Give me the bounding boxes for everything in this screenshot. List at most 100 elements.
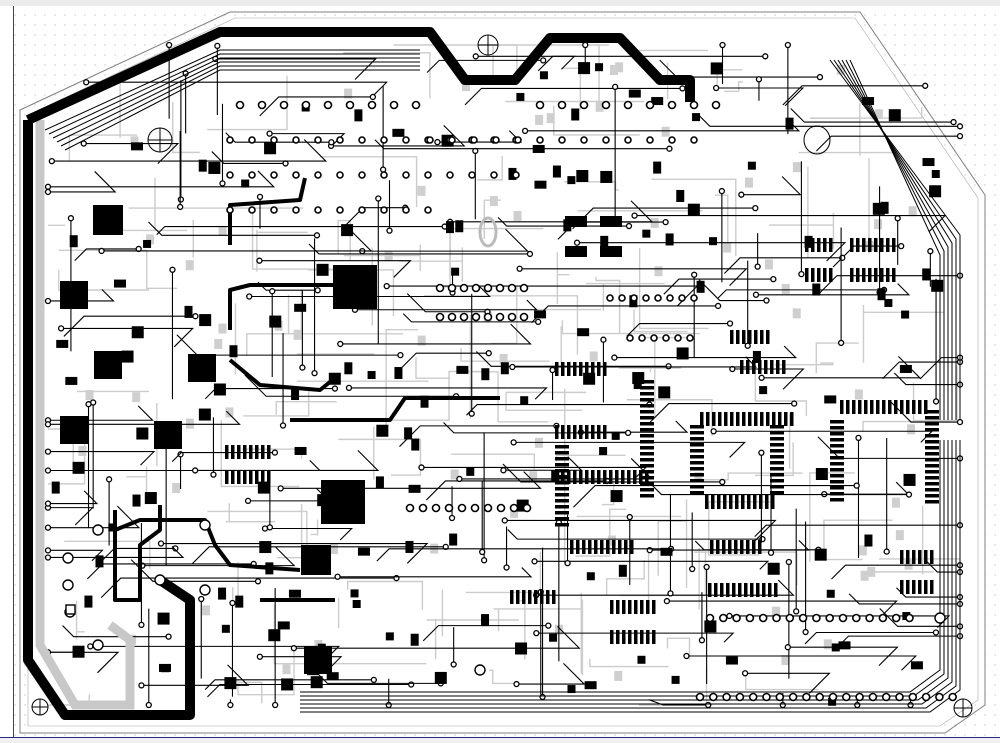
ic-pin [555,475,569,479]
ic-pin [930,580,934,594]
bottom-pad [772,606,781,617]
top-trace [761,355,922,379]
through-hole-pad [435,312,445,322]
bottom-pad [607,535,616,546]
via [269,288,276,295]
bottom-pad [185,260,194,271]
ic-pin [585,425,589,439]
through-hole-pad [496,503,506,513]
ic-pin [770,461,784,465]
smd-pad [410,633,419,646]
top-trace [191,546,446,565]
components [51,62,944,706]
top-trace [340,323,532,345]
bottom-pad [186,418,195,429]
smd-pad [326,672,339,681]
through-hole-pad [705,613,715,623]
ic-pin [579,470,583,484]
via [434,138,441,146]
through-hole-pad [668,136,676,144]
bottom-pad [874,219,883,230]
through-hole-pad [483,312,493,322]
through-hole-pad [314,136,322,144]
smd-pad [516,92,525,101]
ic-pin [778,412,782,426]
via [531,558,538,565]
via [165,41,173,49]
top-trace [513,441,747,458]
via [450,661,457,668]
smd-pad [404,427,413,440]
smd-pad [121,350,134,363]
bottom-pad [218,225,227,236]
ic-pin [640,410,654,414]
ic-pin [616,600,620,614]
mounting-hole-icon [31,698,49,716]
ic-pin [243,470,247,484]
ic-pin [770,449,784,453]
top-trace [48,451,156,466]
via [290,645,298,652]
top-trace [348,387,548,400]
ic-pin [924,550,928,564]
smd-pad [108,523,117,532]
ic-pin [640,458,654,462]
through-hole-pad [248,171,256,179]
edge-bus-trace [300,59,953,705]
via [256,193,264,201]
through-hole-pad [62,552,74,564]
through-hole-pad [748,692,758,702]
through-hole-pad [459,312,469,322]
ic-pin [714,583,718,597]
through-hole-pad [448,136,456,144]
top-trace [422,625,549,642]
smd-pad [595,63,604,72]
smd-pad [637,655,646,664]
ic-pin [255,470,259,484]
bottom-pad [614,670,623,681]
bottom-trace [343,52,431,99]
ic-pin [724,412,728,426]
bottom-trace [207,510,308,563]
through-hole-pad [722,692,731,702]
through-hole-pad [507,283,517,293]
top-trace [663,278,774,295]
ic-pin [925,464,939,468]
via [408,681,415,688]
through-hole-pad [199,519,211,531]
ic-pin [830,450,844,454]
via [98,247,105,255]
board-outline [19,11,986,734]
bottom-trace [489,669,518,685]
ic-pin [640,392,654,396]
via [383,282,390,290]
through-hole-pad [948,692,958,702]
bottom-trace [337,219,351,261]
through-hole-pad [650,334,658,342]
top-trace [402,313,539,323]
ic-pin [864,400,868,414]
through-hole-pad [92,524,104,536]
through-hole-pad [905,613,914,623]
ic-pin [770,467,784,471]
top-trace [741,176,802,196]
ic-pin [622,600,626,614]
through-hole-pad [447,312,457,322]
ic-pin [858,400,862,414]
ic-pin [600,540,604,554]
smd-pad [434,671,447,684]
bottom-trace [75,600,85,640]
top-trace [249,286,491,298]
ic-pin [925,500,939,504]
ic-pin [555,499,569,503]
bottom-pad [867,566,876,577]
smd-pad [316,263,329,276]
through-hole-pad [292,206,300,214]
ic-pin [690,425,704,429]
bottom-trace [575,508,627,557]
ic-pin [770,425,784,429]
edge-bus-trace [48,53,420,135]
ic-pin [744,583,748,597]
ic-pin [716,540,720,554]
